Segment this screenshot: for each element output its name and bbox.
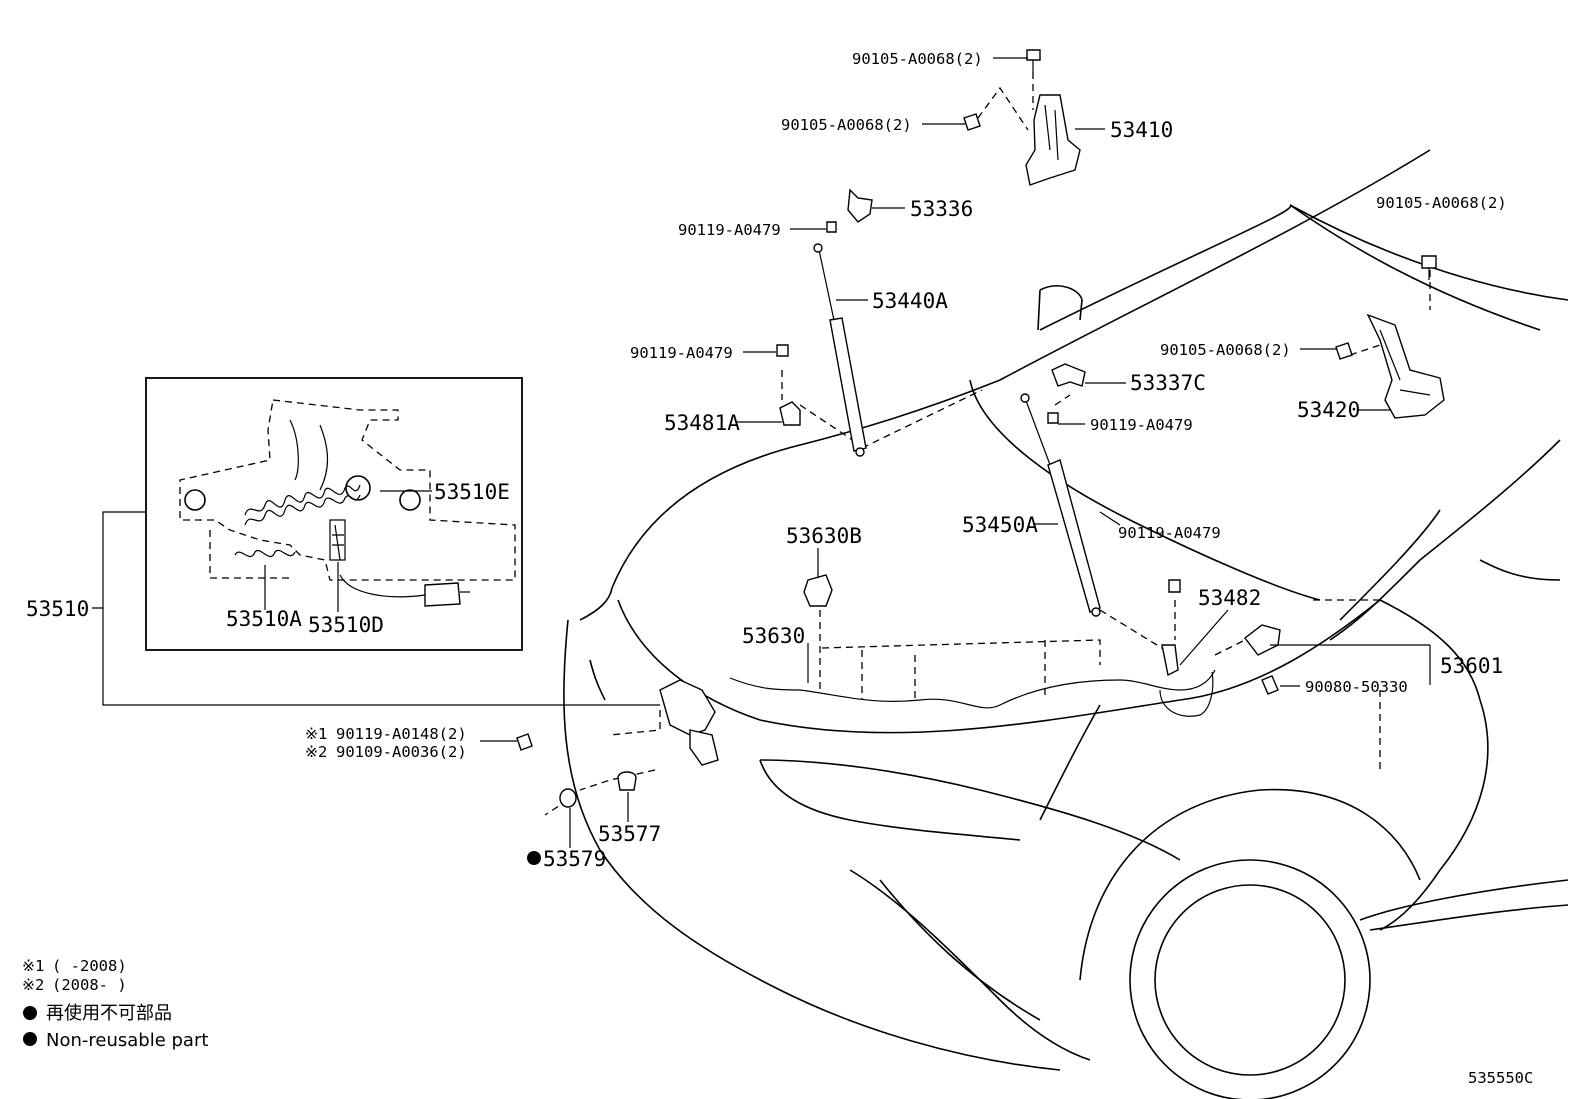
label-53630B: 53630B bbox=[786, 524, 862, 548]
diagram-id: 535550C bbox=[1468, 1069, 1533, 1087]
non-reusable-dot-icon bbox=[527, 851, 541, 865]
hood-support-rod-right bbox=[1020, 393, 1101, 617]
label-switch-screw: 90080-50330 bbox=[1305, 678, 1408, 696]
legend-dot-en: Non-reusable part bbox=[46, 1030, 208, 1051]
label-53440A: 53440A bbox=[872, 289, 948, 313]
label-53510E: 53510E bbox=[434, 480, 510, 504]
label-53482: 53482 bbox=[1198, 586, 1261, 610]
label-screw-stay-left: 90119-A0479 bbox=[630, 344, 733, 362]
label-latch-bolt-1: 90119-A0148(2) bbox=[336, 725, 467, 743]
label-screw-stay-mid: 90119-A0479 bbox=[1090, 416, 1193, 434]
label-53336: 53336 bbox=[910, 197, 973, 221]
marker-1: ※1 bbox=[305, 725, 327, 743]
label-53337C: 53337C bbox=[1130, 371, 1206, 395]
legend-note1-mark: ※1 bbox=[22, 957, 44, 975]
label-bolt-top-2: 90105-A0068(2) bbox=[781, 116, 912, 134]
label-53450A: 53450A bbox=[962, 513, 1038, 537]
hood-courtesy-switch bbox=[1244, 624, 1281, 656]
label-latch-bolt-2: 90109-A0036(2) bbox=[336, 743, 467, 761]
legend-dot-icon bbox=[23, 1032, 37, 1046]
stay-bracket-parts bbox=[779, 188, 1179, 677]
hood-hinge-right bbox=[1366, 313, 1445, 419]
hood-lock-assy bbox=[659, 679, 719, 766]
label-53510: 53510 bbox=[26, 597, 89, 621]
label-53601: 53601 bbox=[1440, 654, 1503, 678]
label-screw-stay-upper: 90119-A0479 bbox=[678, 221, 781, 239]
label-screw-stay-right: 90119-A0479 bbox=[1118, 524, 1221, 542]
label-bolt-right-2: 90105-A0068(2) bbox=[1160, 341, 1291, 359]
label-bolt-right-1: 90105-A0068(2) bbox=[1376, 194, 1507, 212]
label-53630: 53630 bbox=[742, 624, 805, 648]
hood-hinge-left bbox=[1025, 94, 1081, 186]
legend-note1-text: ( -2008) bbox=[52, 957, 127, 975]
label-53481A: 53481A bbox=[664, 411, 740, 435]
legend-dot-icon bbox=[23, 1006, 37, 1020]
part-labels: 90105-A0068(2) 90105-A0068(2) 53410 5333… bbox=[26, 50, 1507, 871]
lock-detail-inset bbox=[145, 377, 523, 651]
label-53510A: 53510A bbox=[226, 607, 302, 631]
legend: ※1 ( -2008) ※2 (2008- ) 再使用不可部品 Non-reus… bbox=[22, 957, 208, 1051]
label-53577: 53577 bbox=[598, 822, 661, 846]
leader-lines bbox=[92, 57, 1431, 848]
label-53420: 53420 bbox=[1297, 398, 1360, 422]
hood-release-cable bbox=[729, 574, 1216, 717]
legend-dot-jp: 再使用不可部品 bbox=[46, 1003, 172, 1024]
label-53579: 53579 bbox=[543, 847, 606, 871]
label-53410: 53410 bbox=[1110, 118, 1173, 142]
marker-2: ※2 bbox=[305, 743, 327, 761]
bolt-icon-group bbox=[516, 49, 1437, 751]
car-body-outline bbox=[563, 149, 1569, 1099]
hood-support-rod-left bbox=[813, 243, 867, 457]
legend-note2-mark: ※2 bbox=[22, 976, 44, 994]
label-bolt-top-1: 90105-A0068(2) bbox=[852, 50, 983, 68]
label-53510D: 53510D bbox=[308, 613, 384, 637]
legend-note2-text: (2008- ) bbox=[52, 976, 127, 994]
hood-cushions bbox=[559, 771, 637, 808]
